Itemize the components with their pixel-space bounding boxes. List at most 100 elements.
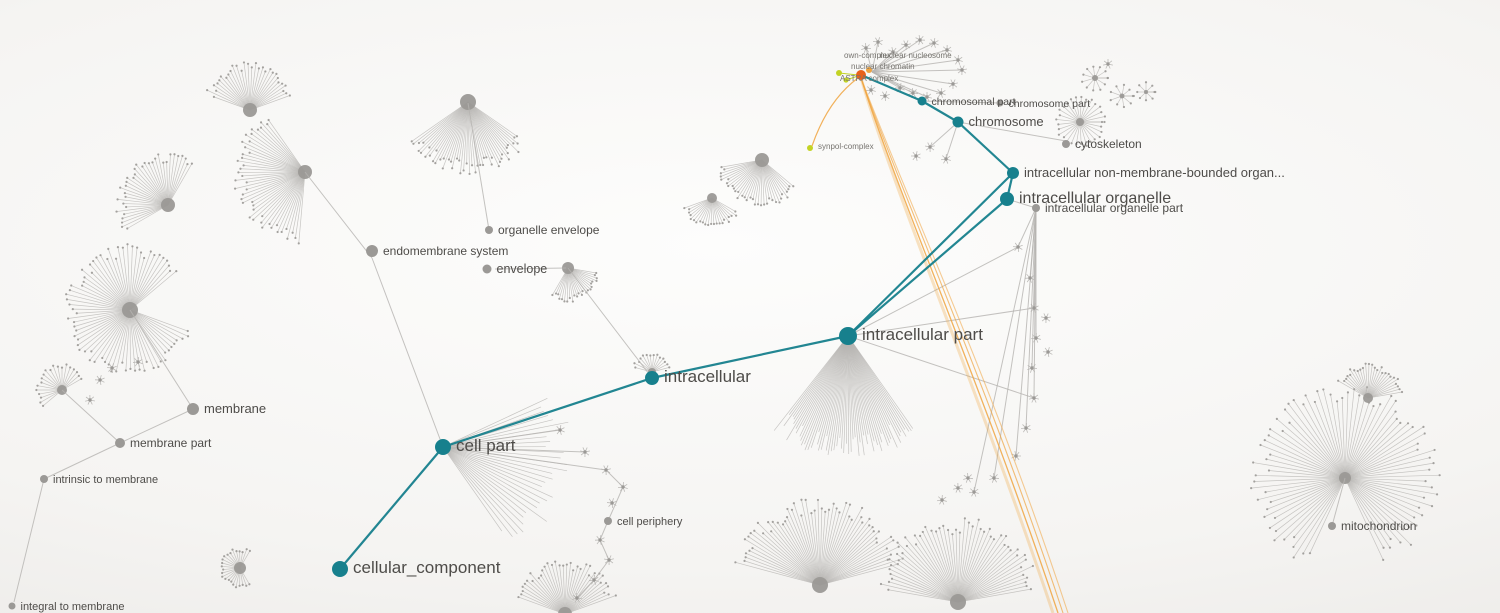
star-node[interactable] <box>106 363 117 374</box>
star-node[interactable] <box>1020 422 1031 433</box>
cluster-hub-node[interactable] <box>234 562 246 574</box>
star-node[interactable] <box>132 356 143 367</box>
star-node[interactable] <box>606 498 617 509</box>
star-node[interactable] <box>1042 347 1053 357</box>
node-non-membrane-organelle[interactable] <box>1007 167 1019 179</box>
fan-tip-dot <box>1085 144 1088 147</box>
aux-node[interactable] <box>807 145 813 151</box>
star-node[interactable] <box>594 535 605 545</box>
fan-tip-dot <box>505 146 508 149</box>
star-node[interactable] <box>901 40 911 51</box>
star-node[interactable] <box>1103 58 1113 69</box>
cluster-hub-node[interactable] <box>707 193 717 203</box>
star-node[interactable] <box>572 592 583 603</box>
node-intracellular[interactable] <box>645 371 659 385</box>
cluster-hub-node[interactable] <box>1092 75 1098 81</box>
star-node[interactable] <box>879 91 890 102</box>
fan-tip-dot <box>216 82 219 85</box>
fan-tip-dot <box>1402 528 1405 531</box>
star-node[interactable] <box>604 555 614 566</box>
star-node[interactable] <box>952 54 963 65</box>
star-node[interactable] <box>894 83 905 93</box>
aux-node[interactable] <box>843 77 849 83</box>
star-node[interactable] <box>617 481 628 492</box>
star-node[interactable] <box>963 472 974 483</box>
cluster-hub-node[interactable] <box>755 153 769 167</box>
fan-tip-dot <box>1252 461 1255 464</box>
node-membrane-part[interactable] <box>115 438 125 448</box>
star-node[interactable] <box>94 375 105 385</box>
star-node[interactable] <box>1011 451 1022 461</box>
cluster-hub-node[interactable] <box>460 94 476 110</box>
star-node[interactable] <box>1030 332 1041 343</box>
aux-node[interactable] <box>836 70 842 76</box>
cluster-hub-node[interactable] <box>812 577 828 593</box>
star-node[interactable] <box>925 142 935 153</box>
node-cytoskeleton[interactable] <box>1062 140 1070 148</box>
star-node[interactable] <box>1029 392 1039 403</box>
star-node[interactable] <box>1024 273 1035 283</box>
fan-tip-dot <box>577 292 580 295</box>
fan-tip-dot <box>718 222 721 225</box>
star-node[interactable] <box>865 84 876 95</box>
fan-spoke <box>249 73 277 111</box>
node-intracellular-organelle-part[interactable] <box>1032 204 1040 212</box>
cluster-hub-node[interactable] <box>1076 118 1084 126</box>
star-node[interactable] <box>580 447 590 458</box>
node-cell-periphery[interactable] <box>604 517 612 525</box>
star-node[interactable] <box>861 42 872 53</box>
node-chromosomal-part[interactable] <box>917 96 927 106</box>
node-envelope[interactable] <box>482 264 492 274</box>
cluster-hub-node[interactable] <box>1363 393 1373 403</box>
star-node[interactable] <box>910 151 921 161</box>
fan-spoke <box>240 168 306 173</box>
cluster-hub-node[interactable] <box>950 594 966 610</box>
node-organelle-envelope[interactable] <box>485 226 493 234</box>
star-node[interactable] <box>1027 362 1038 373</box>
star-node[interactable] <box>968 486 979 497</box>
star-node[interactable] <box>928 38 939 48</box>
star-node[interactable] <box>935 87 946 98</box>
fan-spoke <box>69 289 131 311</box>
node-endomembrane-system[interactable] <box>366 245 378 257</box>
node-integral-to-membrane[interactable] <box>8 602 16 610</box>
aux-node[interactable] <box>866 67 872 73</box>
node-intracellular-part[interactable] <box>839 327 857 345</box>
node-mitochondrion[interactable] <box>1328 522 1336 530</box>
node-chromosome[interactable] <box>952 116 964 128</box>
star-node[interactable] <box>953 482 963 493</box>
node-intracellular-organelle[interactable] <box>1000 192 1014 206</box>
node-intrinsic-to-membrane[interactable] <box>40 475 48 483</box>
cluster-hub-node[interactable] <box>1144 90 1148 94</box>
star-node[interactable] <box>554 425 565 435</box>
node-cellular_component[interactable] <box>332 561 348 577</box>
node-cell-part[interactable] <box>435 439 451 455</box>
star-node[interactable] <box>1028 303 1039 313</box>
cluster-hub-node[interactable] <box>161 198 175 212</box>
star-node[interactable] <box>957 65 967 76</box>
star-node[interactable] <box>936 494 947 505</box>
gray-edge <box>871 71 942 94</box>
star-node[interactable] <box>940 153 951 164</box>
node-membrane[interactable] <box>187 403 199 415</box>
star-node[interactable] <box>915 35 926 45</box>
star-node[interactable] <box>948 79 958 90</box>
star-node[interactable] <box>1012 242 1023 253</box>
star-node[interactable] <box>888 47 898 57</box>
star-node[interactable] <box>989 472 1000 483</box>
star-node[interactable] <box>1041 313 1051 324</box>
gray-edge <box>61 389 121 444</box>
star-node[interactable] <box>942 44 952 55</box>
star-node[interactable] <box>588 574 599 585</box>
star-node[interactable] <box>872 37 883 48</box>
node-chromosome-part[interactable] <box>996 99 1004 107</box>
cluster-hub-node[interactable] <box>243 103 257 117</box>
fan-spoke <box>81 285 131 311</box>
star-node[interactable] <box>601 465 611 476</box>
star-node[interactable] <box>85 394 95 405</box>
cluster-hub-node[interactable] <box>1119 93 1125 99</box>
node-chromatin[interactable] <box>856 70 866 80</box>
fan-tip-dot <box>221 558 224 561</box>
cluster-hub-node[interactable] <box>558 607 572 613</box>
